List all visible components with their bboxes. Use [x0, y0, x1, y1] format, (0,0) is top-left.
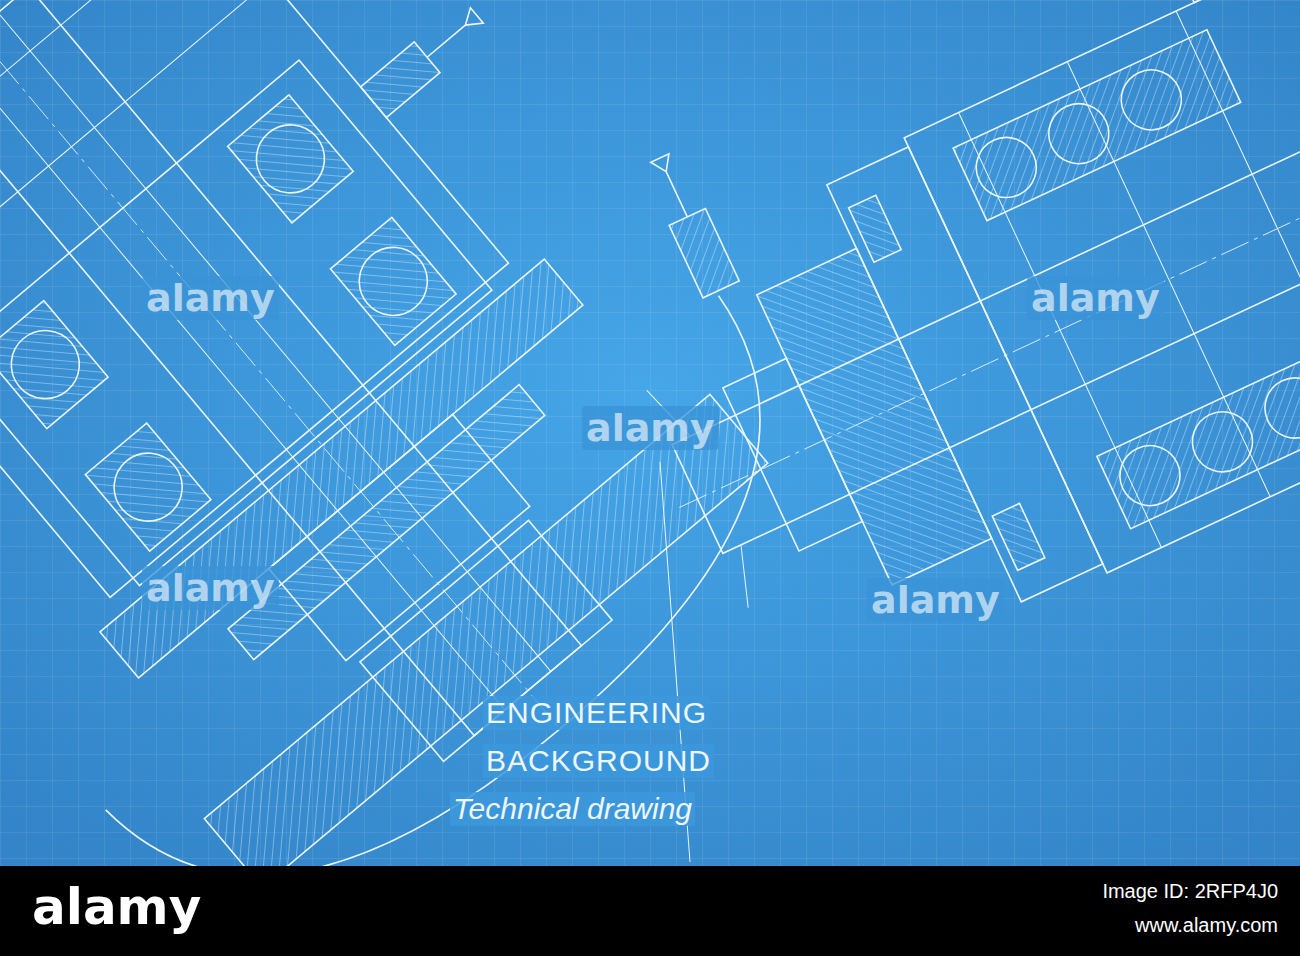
- watermark: alamy: [142, 566, 279, 610]
- watermark: alamy: [582, 406, 719, 450]
- image-id: www.alamy.com: [1135, 914, 1278, 937]
- title-text: ENGINEERING: [483, 696, 710, 730]
- image-id: Image ID: 2RFP4J0: [1102, 880, 1278, 903]
- watermark: alamy: [142, 276, 279, 320]
- title-text: BACKGROUND: [483, 744, 714, 778]
- watermark: alamy: [1027, 276, 1164, 320]
- subtitle-text: Technical drawing: [450, 792, 695, 826]
- watermark: alamy: [867, 578, 1004, 622]
- watermark-logo: alamy: [32, 878, 201, 936]
